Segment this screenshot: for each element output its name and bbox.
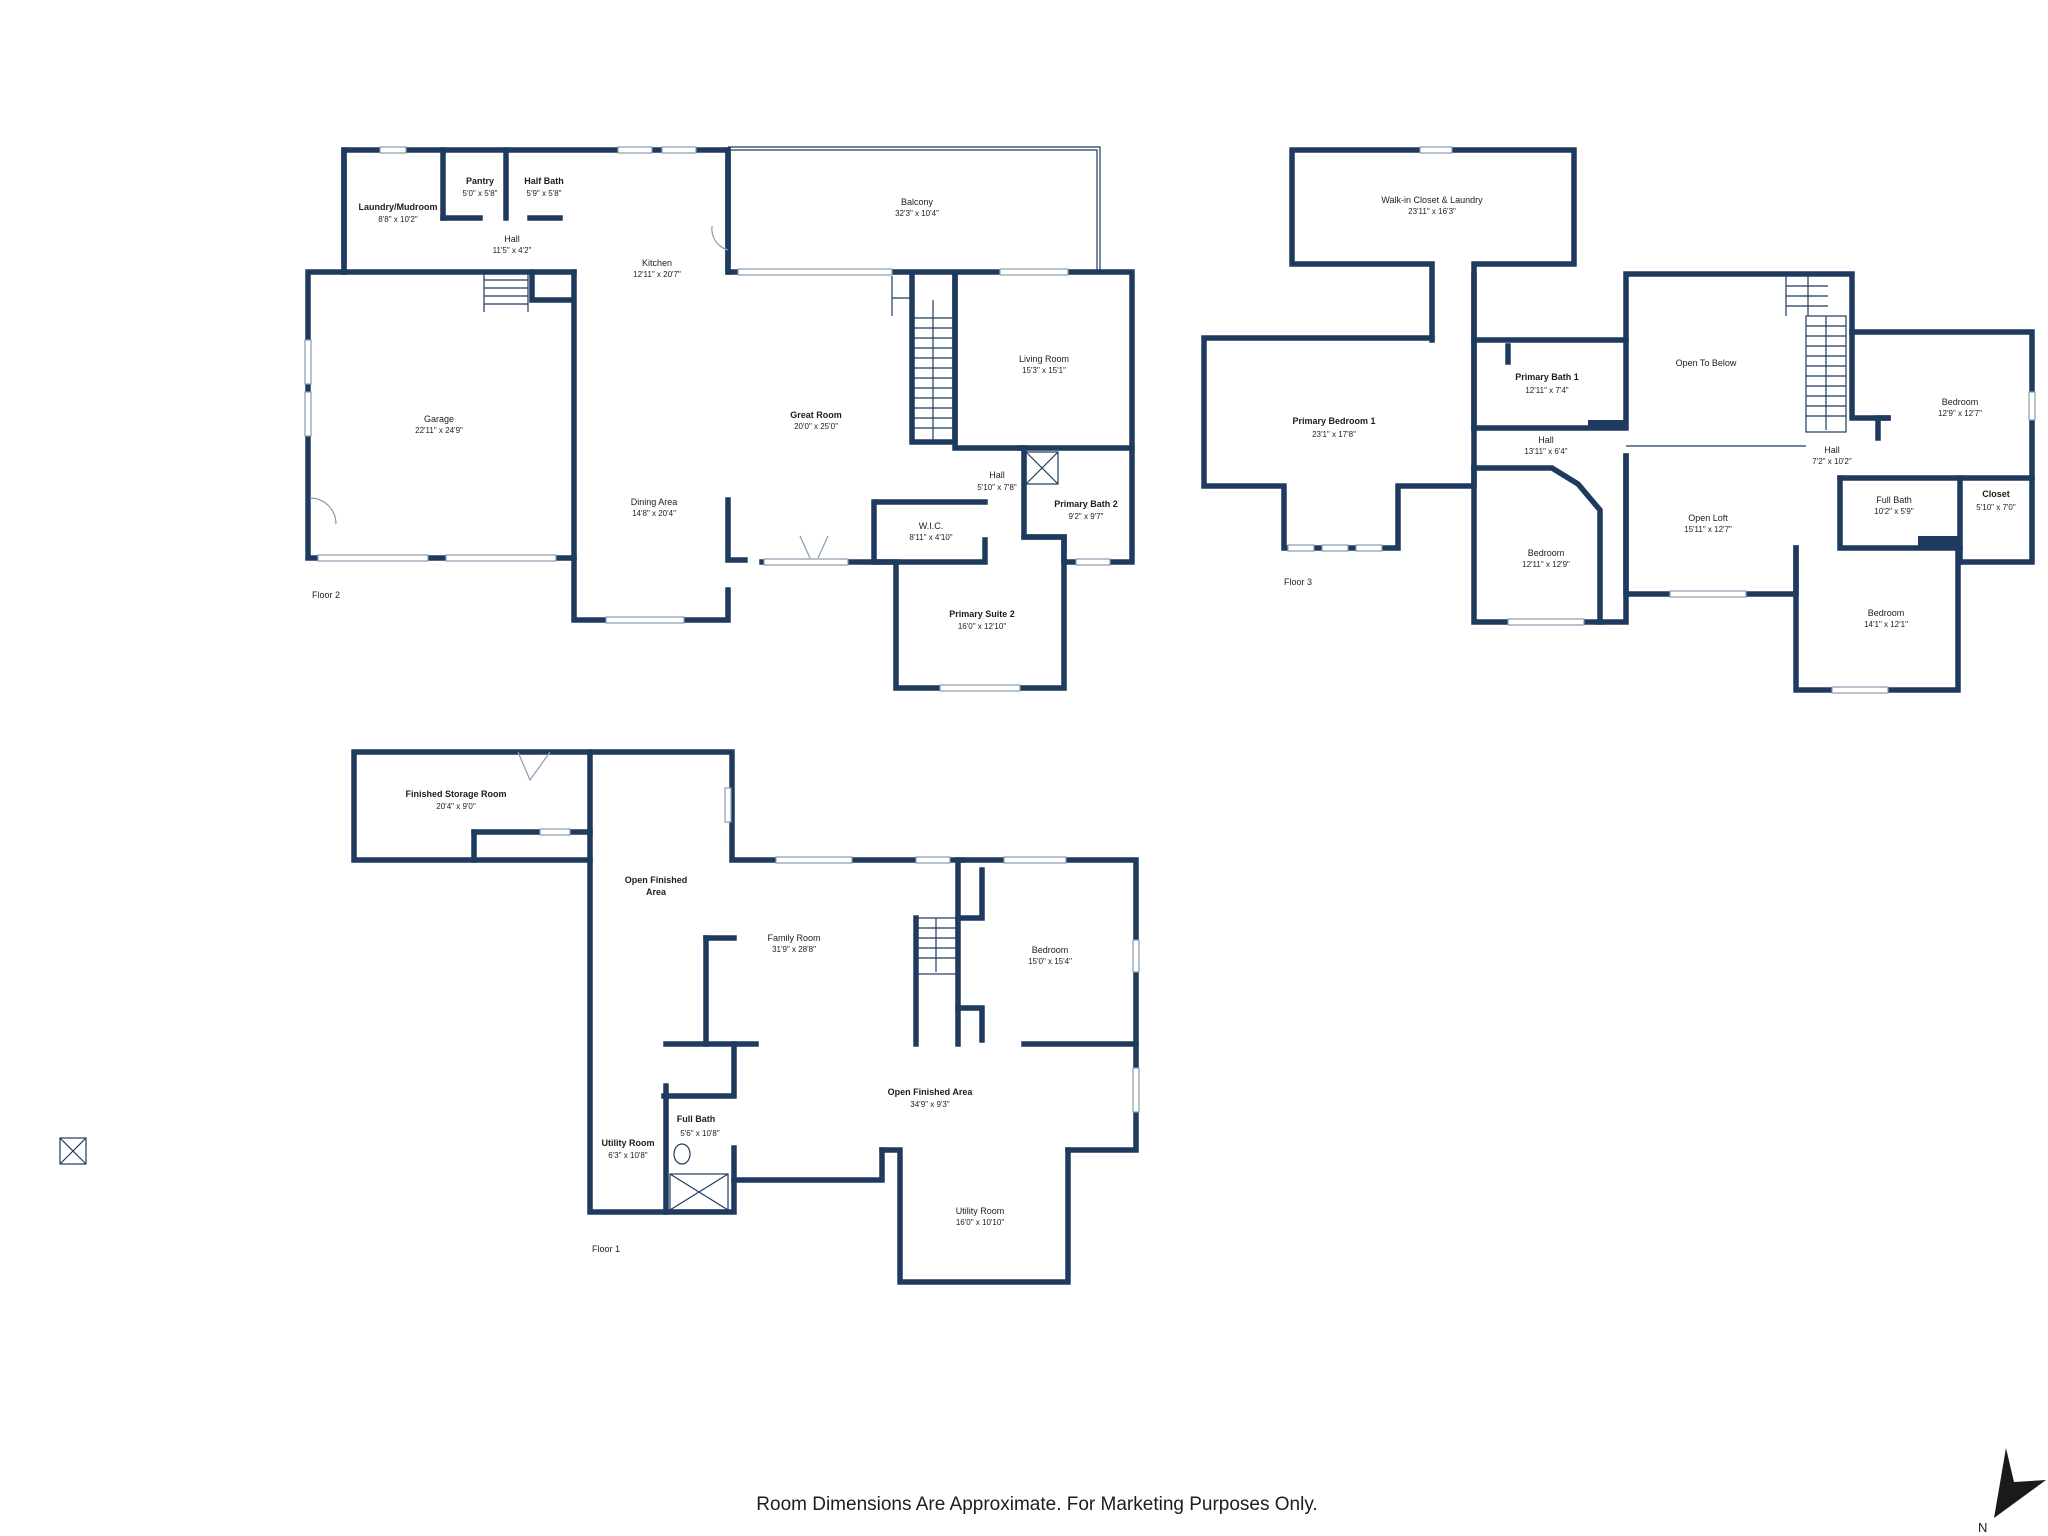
room-name-hall-b: Hall <box>989 470 1005 480</box>
compass-label: N <box>1978 1520 1987 1535</box>
room-dim-half-bath: 5'9" x 5'8" <box>527 189 562 198</box>
room-dim-hall-c: 13'11" x 6'4" <box>1524 447 1567 456</box>
room-dim-full-bath: 10'2" x 5'9" <box>1874 507 1914 516</box>
room-dim-storage: 20'4" x 9'0" <box>436 802 476 811</box>
room-dim-kitchen: 12'11" x 20'7" <box>633 270 681 279</box>
room-name-open-below: Open To Below <box>1676 358 1737 368</box>
room-dim-family: 31'9" x 28'8" <box>772 945 816 954</box>
room-name-living-room: Living Room <box>1019 354 1069 364</box>
room-dim-bedroom-d: 15'0" x 15'4" <box>1028 957 1072 966</box>
room-name-bedroom-d: Bedroom <box>1032 945 1069 955</box>
room-dim-primary-bath-2: 9'2" x 9'7" <box>1069 512 1104 521</box>
room-name-utility-a: Utility Room <box>602 1138 655 1148</box>
room-dim-pantry: 5'0" x 5'8" <box>463 189 498 198</box>
room-dim-hall-a: 11'5" x 4'2" <box>493 246 532 255</box>
room-name-half-bath: Half Bath <box>524 176 564 186</box>
room-dim-closet: 5'10" x 7'0" <box>1976 503 2016 512</box>
room-dim-bedroom-a: 12'11" x 12'9" <box>1522 560 1570 569</box>
floor-1-plan: Floor 1 <box>59 749 1140 1285</box>
room-dim-balcony: 32'3" x 10'4" <box>895 209 939 218</box>
room-dim-hall-b: 5'10" x 7'8" <box>977 483 1017 492</box>
room-dim-laundry: 8'8" x 10'2" <box>378 215 418 224</box>
room-dim-hall-d: 7'2" x 10'2" <box>1812 457 1852 466</box>
room-dim-utility-a: 6'3" x 10'8" <box>608 1151 648 1160</box>
room-name-pantry: Pantry <box>466 176 494 186</box>
room-dim-bedroom-b: 12'9" x 12'7" <box>1938 409 1982 418</box>
room-name-bedroom-b: Bedroom <box>1942 397 1979 407</box>
room-dim-open-loft: 15'11" x 12'7" <box>1684 525 1732 534</box>
floor-3-plan: Floor 3 <box>1201 146 2036 694</box>
room-dim-garage: 22'11" x 24'9" <box>415 426 463 435</box>
floor-1-label: Floor 1 <box>592 1244 620 1254</box>
room-name-closet: Closet <box>1982 489 2010 499</box>
room-name-open-area-1-line-2: Area <box>646 887 667 897</box>
floor-3-label: Floor 3 <box>1284 577 1312 587</box>
room-dim-wic: 8'11" x 4'10" <box>909 533 952 542</box>
room-dim-walkin: 23'11" x 16'3" <box>1408 207 1456 216</box>
disclaimer: Room Dimensions Are Approximate. For Mar… <box>756 1494 1318 1515</box>
room-name-family: Family Room <box>767 933 820 943</box>
room-name-open-loft: Open Loft <box>1688 513 1728 523</box>
room-name-great-room: Great Room <box>790 410 842 420</box>
room-dim-great-room: 20'0" x 25'0" <box>794 422 838 431</box>
room-name-storage: Finished Storage Room <box>405 789 506 799</box>
room-dim-utility-b: 16'0" x 10'10" <box>956 1218 1004 1227</box>
room-dim-open-area-2: 34'9" x 9'3" <box>910 1100 950 1109</box>
room-name-open-area-1-line-1: Open Finished <box>625 875 688 885</box>
room-dim-primary-bedroom-1: 23'1" x 17'8" <box>1312 430 1356 439</box>
room-dim-dining: 14'8" x 20'4" <box>632 509 676 518</box>
room-name-dining: Dining Area <box>631 497 678 507</box>
room-labels: Laundry/Mudroom 8'8" x 10'2" Pantry 5'0"… <box>359 176 2016 1227</box>
room-name-primary-bedroom-1: Primary Bedroom 1 <box>1292 416 1375 426</box>
room-name-hall-d: Hall <box>1824 445 1840 455</box>
room-name-garage: Garage <box>424 414 454 424</box>
room-dim-living-room: 15'3" x 15'1" <box>1022 366 1066 375</box>
room-name-bedroom-a: Bedroom <box>1528 548 1565 558</box>
room-name-kitchen: Kitchen <box>642 258 672 268</box>
room-name-bedroom-c: Bedroom <box>1868 608 1905 618</box>
room-name-primary-suite-2: Primary Suite 2 <box>949 609 1015 619</box>
room-name-balcony: Balcony <box>901 197 934 207</box>
room-name-utility-b: Utility Room <box>956 1206 1005 1216</box>
room-dim-primary-bath-1: 12'11" x 7'4" <box>1525 386 1568 395</box>
room-name-full-bath-b: Full Bath <box>677 1114 716 1124</box>
room-name-primary-bath-1: Primary Bath 1 <box>1515 372 1579 382</box>
floor-2-plan: Floor 2 <box>304 146 1135 692</box>
room-dim-primary-suite-2: 16'0" x 12'10" <box>958 622 1006 631</box>
room-name-laundry: Laundry/Mudroom <box>359 202 438 212</box>
room-name-walkin: Walk-in Closet & Laundry <box>1381 195 1483 205</box>
north-arrow-icon: N <box>1978 1448 2046 1535</box>
room-dim-bedroom-c: 14'1" x 12'1" <box>1864 620 1908 629</box>
room-name-hall-c: Hall <box>1538 435 1554 445</box>
room-name-open-area-2: Open Finished Area <box>888 1087 974 1097</box>
room-name-primary-bath-2: Primary Bath 2 <box>1054 499 1118 509</box>
room-name-hall-a: Hall <box>504 234 520 244</box>
room-name-full-bath: Full Bath <box>1876 495 1912 505</box>
room-dim-full-bath-b: 5'6" x 10'8" <box>680 1129 720 1138</box>
room-name-wic: W.I.C. <box>919 521 944 531</box>
floor-2-label: Floor 2 <box>312 590 340 600</box>
